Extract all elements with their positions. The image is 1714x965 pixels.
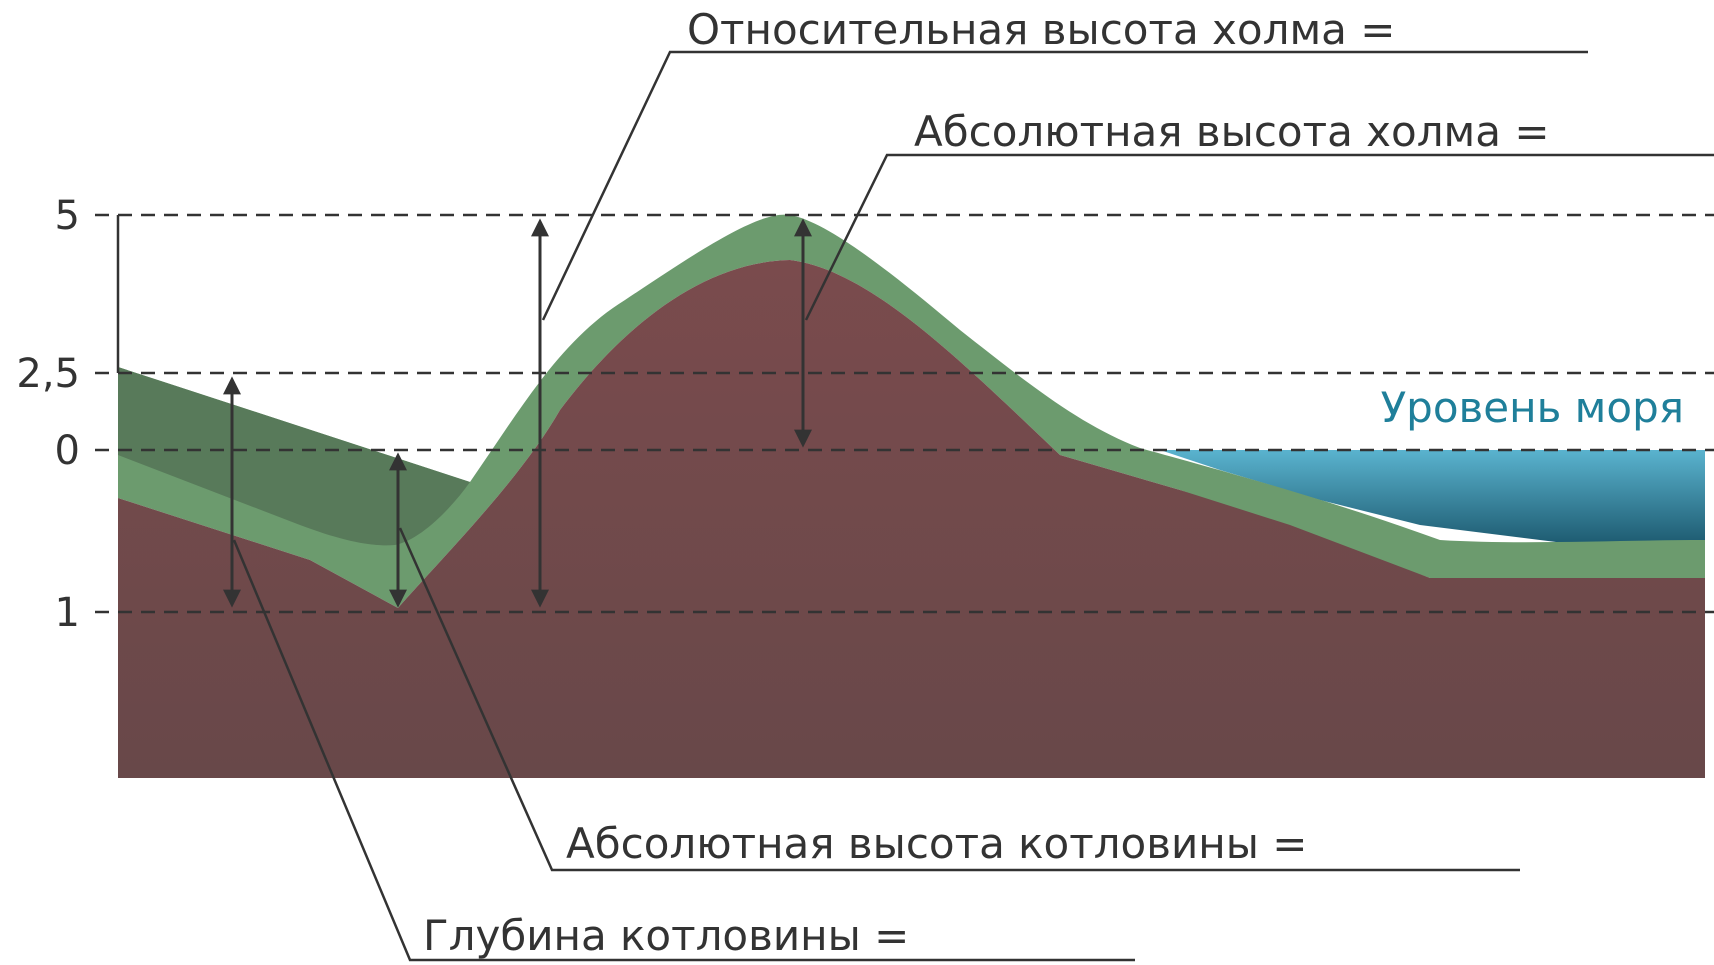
- tick-1: 1: [55, 590, 80, 636]
- leader-lines: [232, 50, 1714, 962]
- tick-0: 0: [55, 428, 80, 474]
- relative-hill-leader: [541, 50, 1588, 321]
- measure-arrows: [223, 218, 812, 608]
- absolute-hollow-leader: [398, 527, 1520, 872]
- sea-level-label: Уровень моря: [1381, 383, 1684, 432]
- tick-2-5: 2,5: [16, 351, 80, 397]
- absolute-hill-height-label: Абсолютная высота холма =: [914, 107, 1550, 156]
- relative-hill-height-label: Относительная высота холма =: [687, 5, 1395, 54]
- sea-water: [1160, 450, 1705, 545]
- hollow-depth-label: Глубина котловины =: [423, 911, 909, 960]
- tick-5: 5: [55, 193, 80, 239]
- reference-lines: [95, 213, 1714, 614]
- absolute-hollow-height-label: Абсолютная высота котловины =: [566, 819, 1307, 868]
- hollow-fill: [118, 367, 470, 546]
- hollow-depth-leader: [232, 539, 1135, 962]
- surface-layer: [118, 214, 1705, 608]
- absolute-hill-leader: [804, 153, 1714, 321]
- soil-layer: [118, 260, 1705, 778]
